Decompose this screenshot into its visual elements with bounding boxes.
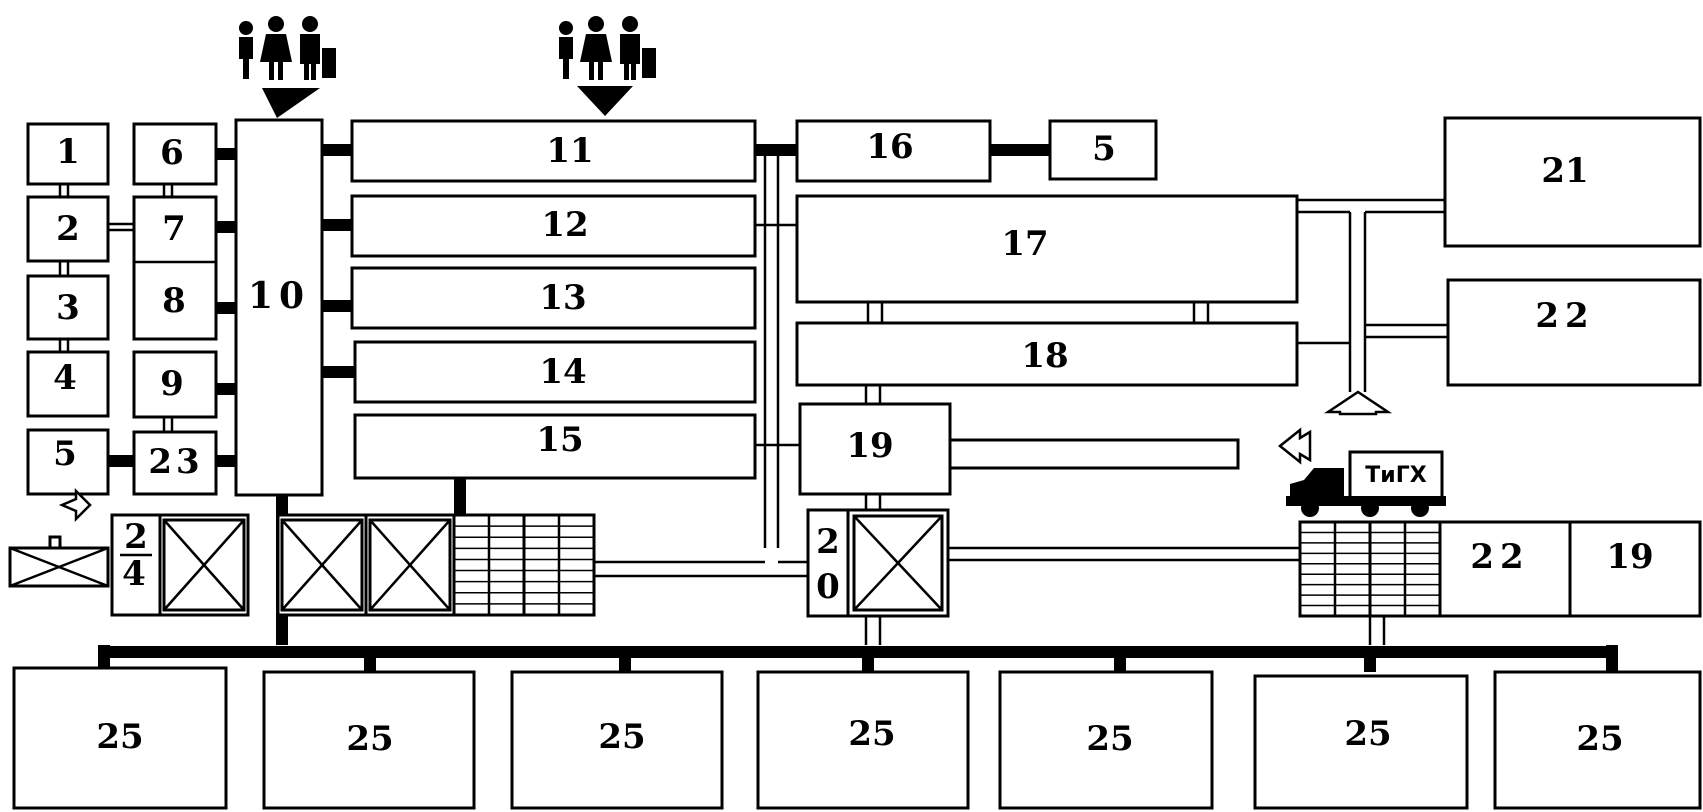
block-20-label-bottom: 0 [816, 567, 840, 607]
truck-icon: ТиГХ [1286, 452, 1446, 517]
crossed-box-icon [366, 515, 454, 615]
block-18-label: 18 [1021, 336, 1068, 376]
block-25-label: 25 [96, 717, 143, 757]
block-19-label: 19 [846, 426, 893, 466]
block-4-label: 4 [53, 358, 77, 398]
block-10-label: 10 [248, 275, 310, 317]
block-12-label: 12 [541, 205, 588, 245]
block-25-label: 25 [848, 714, 895, 754]
block-21-label: 21 [1541, 151, 1588, 191]
block-1-label: 1 [56, 132, 80, 172]
block-5-right-label: 5 [1092, 129, 1116, 169]
down-arrow-icon [262, 86, 320, 118]
grid-panel-icon [454, 515, 594, 615]
block-13-label: 13 [539, 278, 586, 318]
block-20-label-top: 2 [816, 522, 840, 562]
block-25-label: 25 [598, 717, 645, 757]
block-5-label: 5 [53, 434, 77, 474]
block-17-label: 17 [1001, 224, 1048, 264]
conveyor-strip [950, 440, 1238, 468]
block-25: 25 [1000, 672, 1212, 808]
block-25: 25 [758, 672, 968, 808]
grid-panel-icon [1300, 522, 1440, 616]
block-23-label: 23 [148, 442, 203, 482]
block-25: 25 [1495, 672, 1700, 808]
block-11-label: 11 [546, 131, 593, 171]
block-2-label: 2 [56, 209, 80, 249]
block-25: 25 [264, 672, 474, 808]
block-15-label: 15 [536, 420, 583, 460]
block-6-label: 6 [160, 133, 184, 173]
people-icon [239, 16, 336, 80]
crossed-box-icon [278, 515, 366, 615]
block-24-label-bottom: 4 [122, 554, 146, 594]
block-25-label: 25 [1576, 719, 1623, 759]
block-8-label: 8 [162, 281, 186, 321]
block-25: 25 [14, 668, 226, 808]
block-14-label: 14 [539, 352, 586, 392]
block-24-label-top: 2 [124, 517, 148, 557]
block-16-label: 16 [866, 127, 913, 167]
crossed-box-icon [848, 510, 948, 616]
left-arrow-icon [1280, 430, 1310, 462]
stem [50, 537, 60, 548]
up-arrow-icon [1328, 392, 1388, 414]
block-25: 25 [1255, 676, 1467, 808]
block-19-bottom-label: 19 [1606, 537, 1653, 577]
truck-label: ТиГХ [1365, 463, 1426, 488]
block-25: 25 [512, 672, 722, 808]
block-9-label: 9 [160, 364, 184, 404]
block-7-label: 7 [162, 209, 186, 249]
down-arrow-icon [577, 86, 633, 116]
block-25-label: 25 [1086, 719, 1133, 759]
block-22-bottom-label: 22 [1470, 537, 1529, 577]
block-3-label: 3 [56, 288, 80, 328]
block-25-label: 25 [1344, 714, 1391, 754]
people-icon [559, 16, 656, 80]
block-22-label: 22 [1535, 296, 1594, 336]
block-25-label: 25 [346, 719, 393, 759]
